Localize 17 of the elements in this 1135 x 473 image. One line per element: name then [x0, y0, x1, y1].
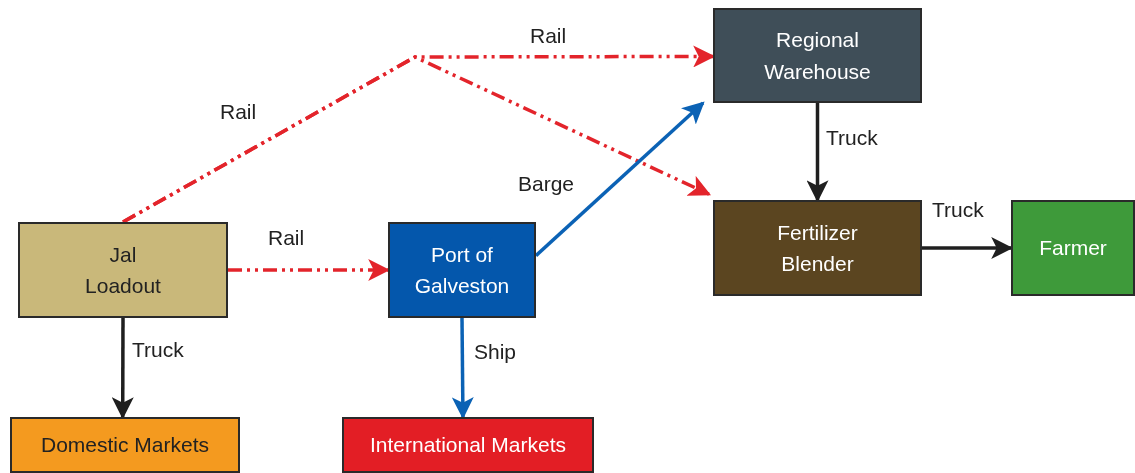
node-label: Port of Galveston [413, 241, 511, 299]
process-box [342, 417, 594, 473]
process-box [10, 417, 240, 473]
node-label: Regional Warehouse [763, 27, 872, 85]
process-box [1011, 200, 1135, 296]
process-box [18, 222, 228, 318]
node-label: Farmer [1039, 235, 1107, 262]
process-box [713, 8, 922, 103]
arrow [806, 103, 829, 203]
node-label: Fertilizer Blender [776, 219, 859, 277]
node-label: Jal Loadout [84, 241, 162, 299]
arrow [451, 318, 474, 420]
node-label: International Markets [369, 432, 567, 459]
process-box [713, 200, 922, 296]
process-box [388, 222, 536, 318]
node-label: Domestic Markets [41, 432, 209, 459]
arrow [111, 318, 134, 420]
